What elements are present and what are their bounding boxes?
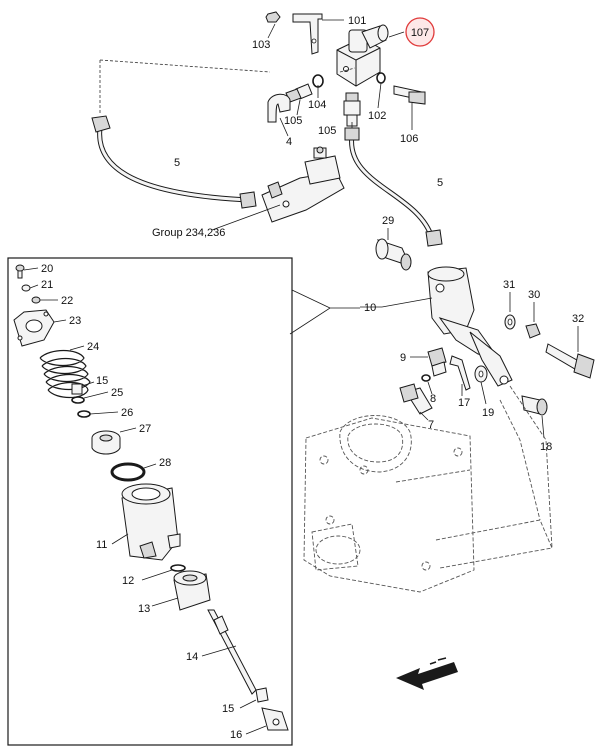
label-12: 12 (122, 575, 134, 587)
o-ring-25[interactable] (71, 396, 85, 404)
detail-inset-frame (7, 257, 293, 746)
label-105-top: 105 (284, 115, 302, 127)
bolt-7[interactable] (399, 383, 433, 415)
label-25: 25 (111, 387, 123, 399)
control-cylinder-10[interactable] (427, 266, 513, 387)
cover-23[interactable] (13, 309, 55, 347)
bolt-106[interactable] (393, 85, 426, 105)
direction-arrow-icon (396, 657, 458, 690)
spring-24[interactable] (39, 349, 91, 399)
label-21: 21 (41, 279, 53, 291)
sleeve-13[interactable] (173, 570, 211, 611)
washer-21[interactable] (21, 284, 31, 292)
label-15-bottom: 15 (222, 703, 234, 715)
label-30: 30 (528, 289, 540, 301)
label-26: 26 (121, 407, 133, 419)
bushing-29[interactable] (375, 238, 412, 271)
screw-20[interactable] (15, 264, 25, 279)
callout-107[interactable]: 107 (405, 17, 435, 47)
label-17: 17 (458, 397, 470, 409)
label-102: 102 (368, 110, 386, 122)
label-group-234-236: Group 234,236 (152, 227, 225, 239)
clevis-16[interactable] (261, 707, 289, 731)
o-ring-102[interactable] (376, 72, 386, 84)
valve-group-234-236[interactable] (261, 146, 345, 223)
label-14: 14 (186, 651, 198, 663)
label-10: 10 (364, 302, 376, 314)
label-13: 13 (138, 603, 150, 615)
label-101: 101 (348, 15, 366, 27)
gearbox-housing (303, 385, 553, 593)
pin-15-top[interactable] (71, 383, 83, 395)
o-ring-8[interactable] (421, 374, 431, 382)
label-105-mid: 105 (318, 125, 336, 137)
label-16: 16 (230, 729, 242, 741)
bracket-101[interactable] (292, 13, 323, 55)
label-20: 20 (41, 263, 53, 275)
nut-22[interactable] (31, 296, 41, 304)
tube-nut-left-top (91, 115, 111, 133)
pin-15-bottom[interactable] (255, 687, 269, 703)
label-106: 106 (400, 133, 418, 145)
label-22: 22 (61, 295, 73, 307)
label-4: 4 (286, 136, 292, 148)
label-28: 28 (159, 457, 171, 469)
label-23: 23 (69, 315, 81, 327)
label-15-top: 15 (96, 375, 108, 387)
label-27: 27 (139, 423, 151, 435)
tube-nut-right-top (344, 127, 360, 141)
label-5-left: 5 (174, 157, 180, 169)
tube-nut-left-bottom (239, 191, 257, 209)
nut-30[interactable] (525, 323, 541, 339)
label-107: 107 (411, 27, 429, 39)
label-11: 11 (96, 539, 107, 551)
label-7: 7 (428, 419, 434, 431)
o-ring-12[interactable] (170, 564, 186, 572)
label-19: 19 (482, 407, 494, 419)
nut-103[interactable] (265, 11, 281, 23)
label-5-right: 5 (437, 177, 443, 189)
body-11[interactable] (121, 483, 181, 561)
piston-27[interactable] (91, 430, 121, 455)
label-29: 29 (382, 215, 394, 227)
label-32: 32 (572, 313, 584, 325)
elbow-fitting-4[interactable] (267, 93, 291, 123)
washer-31[interactable] (504, 314, 516, 330)
tube-nut-right-bottom (425, 229, 443, 247)
bolt-32[interactable] (545, 343, 595, 379)
label-8: 8 (430, 393, 436, 405)
o-ring-26[interactable] (77, 410, 91, 418)
fitting-105-mid[interactable] (343, 92, 361, 127)
label-18: 18 (540, 441, 552, 453)
label-9: 9 (400, 352, 406, 364)
label-31: 31 (503, 279, 515, 291)
pin-18[interactable] (521, 395, 548, 416)
fitting-9[interactable] (427, 347, 447, 377)
label-104: 104 (308, 99, 326, 111)
label-24: 24 (87, 341, 99, 353)
cotter-pin-17[interactable] (449, 355, 471, 391)
solenoid-valve-107[interactable] (336, 24, 389, 87)
ring-28[interactable] (110, 462, 146, 482)
label-103: 103 (252, 39, 270, 51)
washer-19[interactable] (474, 365, 488, 383)
